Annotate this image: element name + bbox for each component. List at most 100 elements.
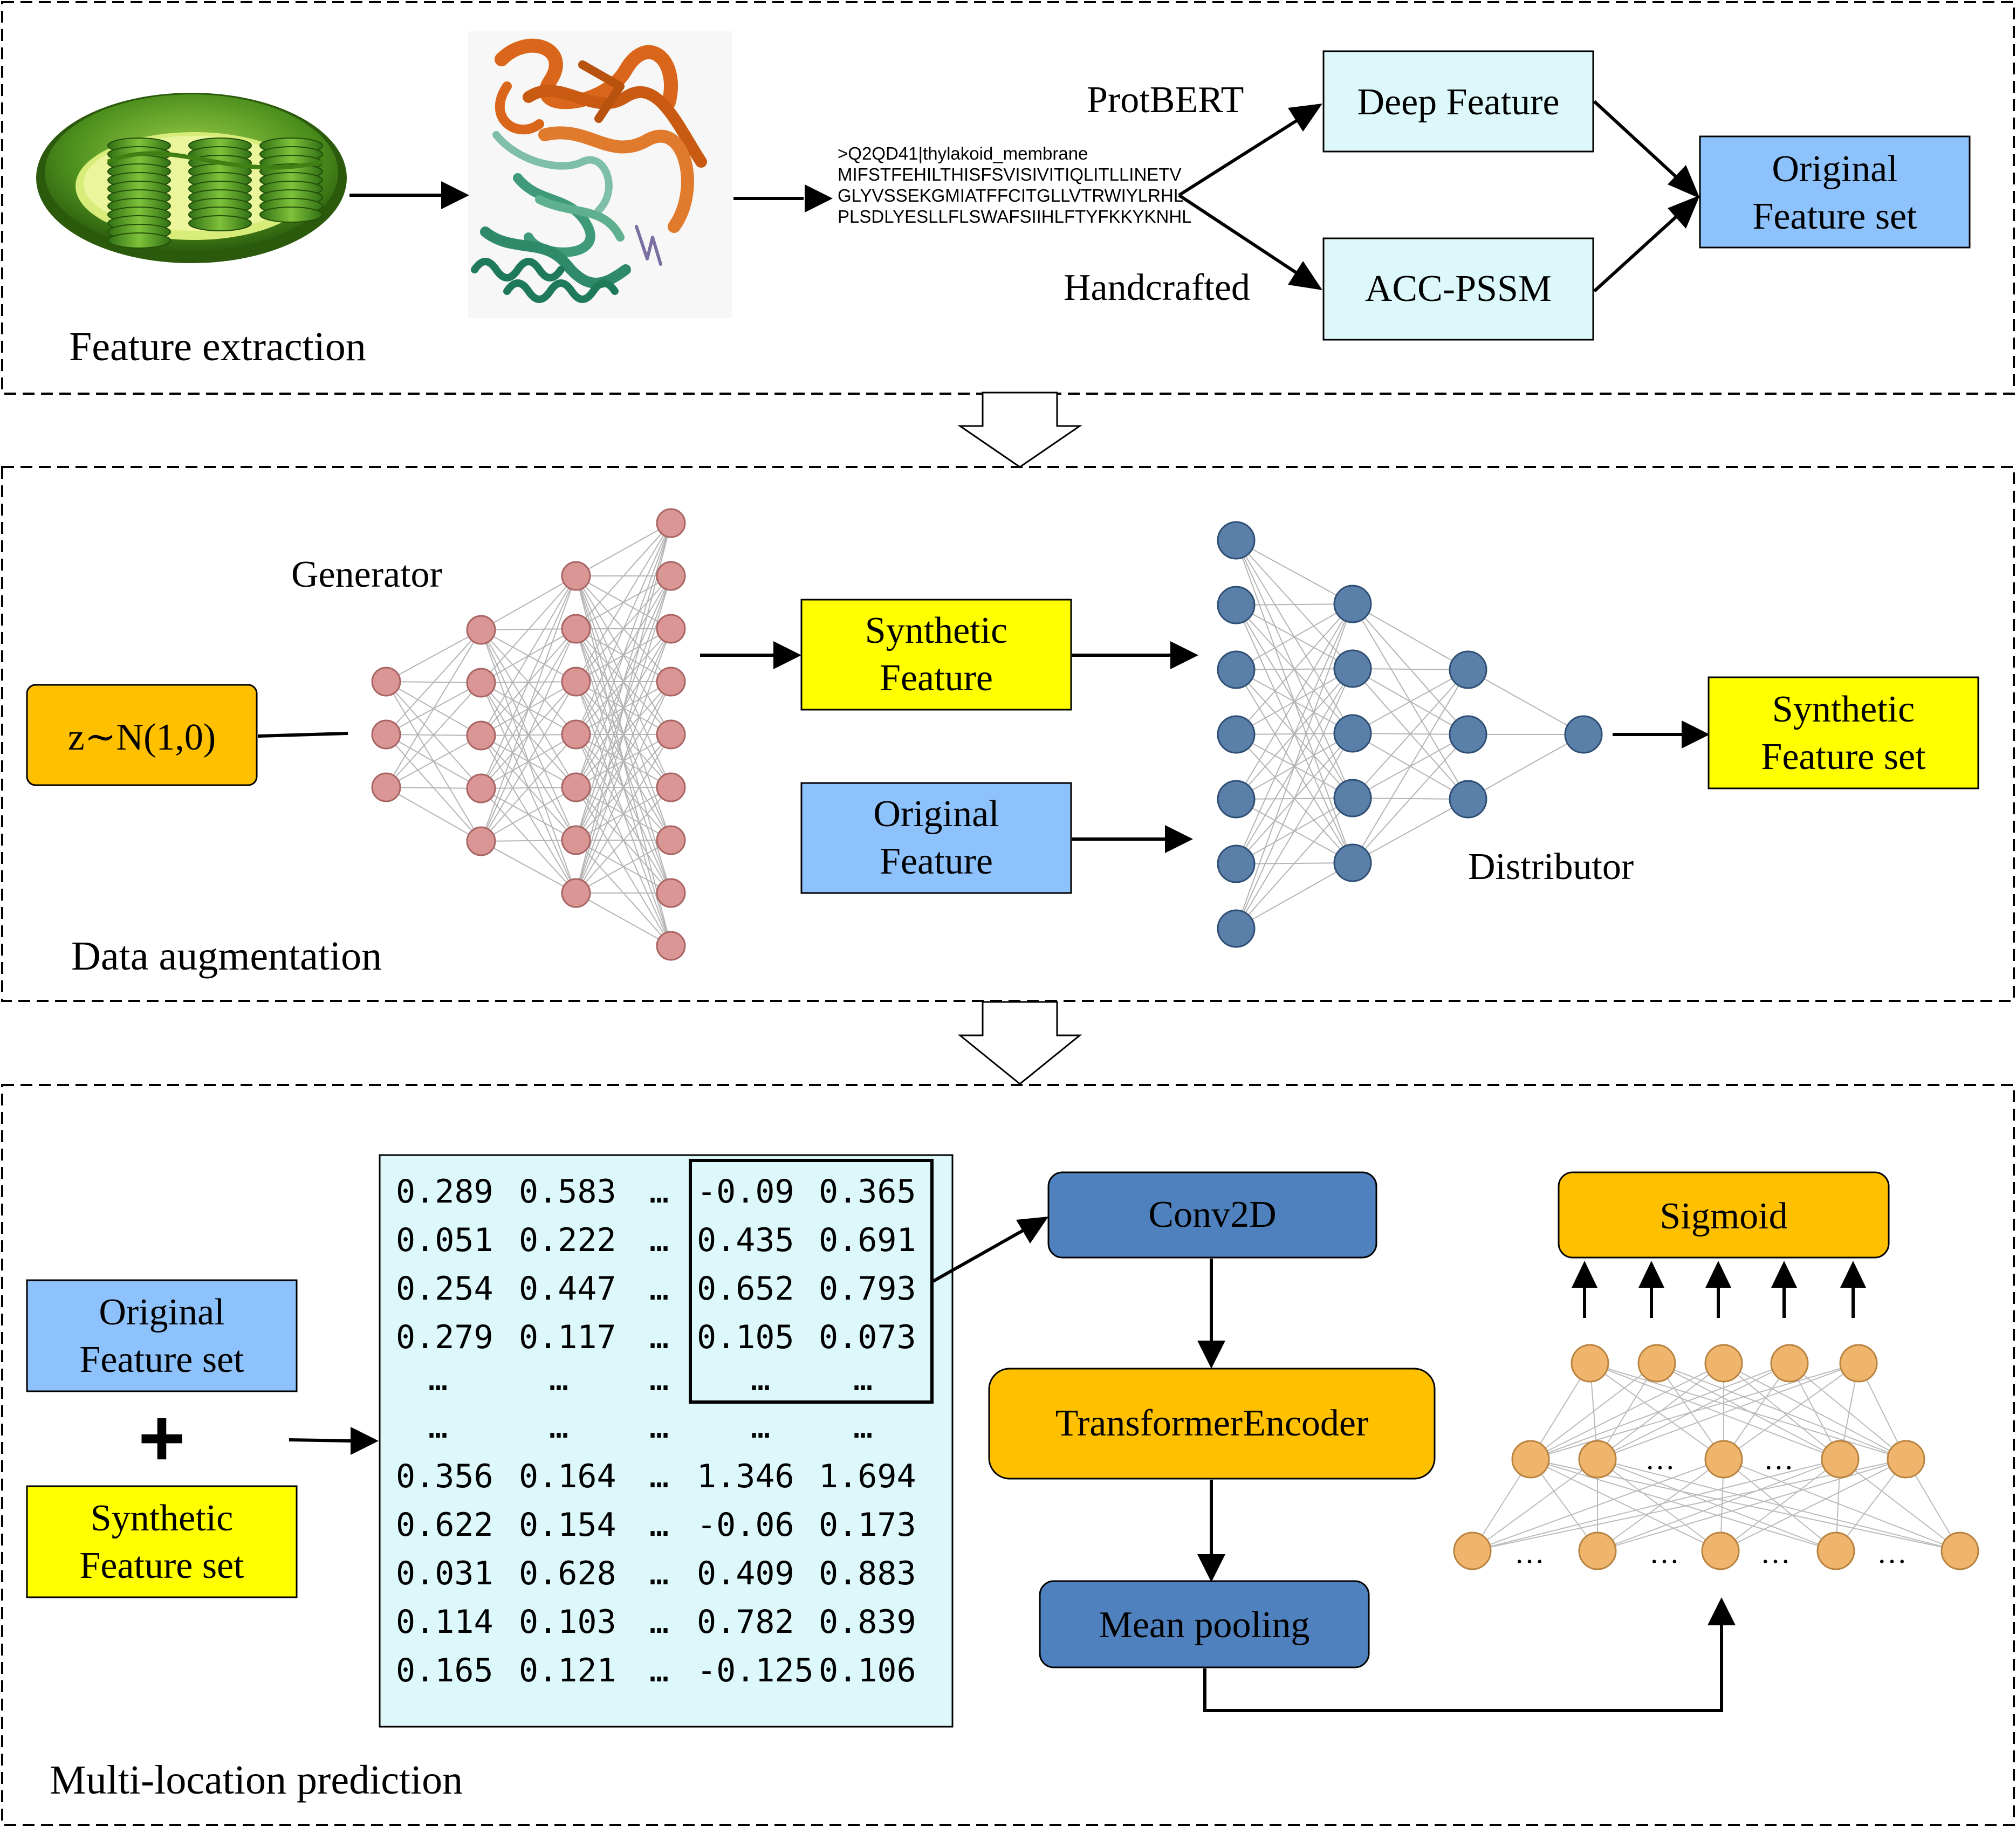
distributor-node [1217,844,1256,883]
network-edge [1236,862,1353,929]
mlp-node [1704,1440,1743,1479]
matrix-cell: 0.073 [819,1318,916,1356]
generator-node [561,667,591,697]
transformer-encoder-label: TransformerEncoder [1055,1403,1369,1444]
network-edge [1236,603,1353,929]
network-edge [1236,603,1353,670]
matrix-cell: 0.254 [396,1270,493,1308]
protein-sequence: >Q2QD41|thylakoid_membrane MIFSTFEHILTHI… [838,143,1192,226]
generator-node [466,826,496,856]
matrix-cell: 0.154 [519,1506,616,1544]
arrow-sets-to-matrix [289,1438,351,1443]
arrowhead [1288,104,1322,132]
network-edge [1720,1459,1907,1551]
original-feature-set-box-2 [26,1279,298,1392]
matrix-cell: 0.121 [519,1652,616,1689]
generator-node [561,772,591,802]
network-edge [575,523,671,841]
mlp-node [1887,1440,1925,1479]
original-feature-line2: Feature [880,841,993,882]
matrix-cell: 0.114 [396,1603,493,1641]
synthetic-feature-set-box [1708,676,1979,789]
thylakoid-membrane [107,151,324,170]
matrix-cell: 0.883 [819,1555,916,1592]
network-edge [1597,1459,1721,1551]
noise-input-box [26,684,258,786]
matrix-cell: … [649,1458,669,1495]
deep-feature-box [1322,50,1594,153]
hollow-down-arrow [957,1001,1082,1085]
network-edge [1597,1363,1859,1460]
panel-feature-extraction [1,1,2015,395]
arrow-to-deep-feature [1178,117,1301,197]
network-edge [575,523,671,788]
plus-sign: + [138,1392,186,1483]
distributor-node [1217,586,1256,624]
original-feature-set-line2: Feature set [1752,196,1917,237]
conv2d-label: Conv2D [1148,1194,1276,1235]
generator-label: Generator [291,554,442,595]
network-edge [1840,1459,1960,1551]
network-edge [1656,1363,1907,1460]
distributor-node [1333,585,1372,623]
network-edge [575,523,671,735]
feature-matrix [379,1154,954,1728]
network-edge [386,682,482,788]
network-edge [1352,734,1469,863]
network-edge [1597,1459,1724,1551]
network-edge [481,575,577,789]
matrix-cell: 0.435 [697,1221,794,1259]
generator-node [656,931,686,961]
noise-connector [257,732,348,738]
ellipsis: … [1645,1443,1675,1476]
matrix-cell: 0.793 [819,1270,916,1308]
network-edge [481,575,577,736]
original-feature-set-2-line1: Original [99,1292,224,1333]
distributor-node [1449,780,1487,819]
mlp-node [1511,1440,1550,1479]
matrix-cell: -0.06 [697,1506,794,1544]
generator-node [561,825,591,855]
generator-node [656,719,686,750]
network-edges [1236,540,1584,929]
generator-node [466,773,496,803]
transformer-encoder-block [988,1368,1436,1480]
matrix-cell: 0.447 [519,1270,616,1308]
network-edge [1530,1459,1721,1551]
generator-node [656,667,686,697]
network-edge [1236,733,1353,929]
arrowhead [1197,1554,1225,1582]
synthetic-feature-set-2-line1: Synthetic [91,1498,233,1539]
network-edge [1236,540,1353,605]
ellipsis: … [1764,1443,1794,1476]
mlp-node [1821,1440,1860,1479]
network-edge [575,840,671,894]
distributor-node [1217,780,1256,819]
generator-node [656,561,686,591]
network-edge [481,787,577,842]
arrowhead [1705,1261,1731,1288]
matrix-cell: … [649,1408,669,1446]
panel-title-multi-location: Multi-location prediction [50,1757,463,1803]
network-edge [1352,799,1469,863]
matrix-cell: … [649,1361,669,1398]
original-feature-set-line1: Original [1772,148,1897,190]
network-edge [1589,1363,1841,1460]
arrowhead [1197,1341,1225,1369]
network-edge [575,681,671,894]
network-edge [1352,669,1469,863]
matrix-cell: 0.691 [819,1221,916,1259]
distributor-node [1217,909,1256,948]
distributor-node [1564,715,1603,754]
distributor-node [1217,715,1256,754]
original-feature-set-box [1699,135,1971,249]
matrix-cell: … [649,1318,669,1356]
sequence-line: GLYVSSEKGMIATFFCITGLLVTRWIYLRHL [838,186,1183,205]
arrowhead [1638,1261,1664,1288]
network-edge [1656,1363,1724,1460]
matrix-cell: … [549,1361,568,1398]
network-edge [575,523,671,576]
distributor-network [1217,521,1603,948]
arrowhead [1771,1261,1797,1288]
